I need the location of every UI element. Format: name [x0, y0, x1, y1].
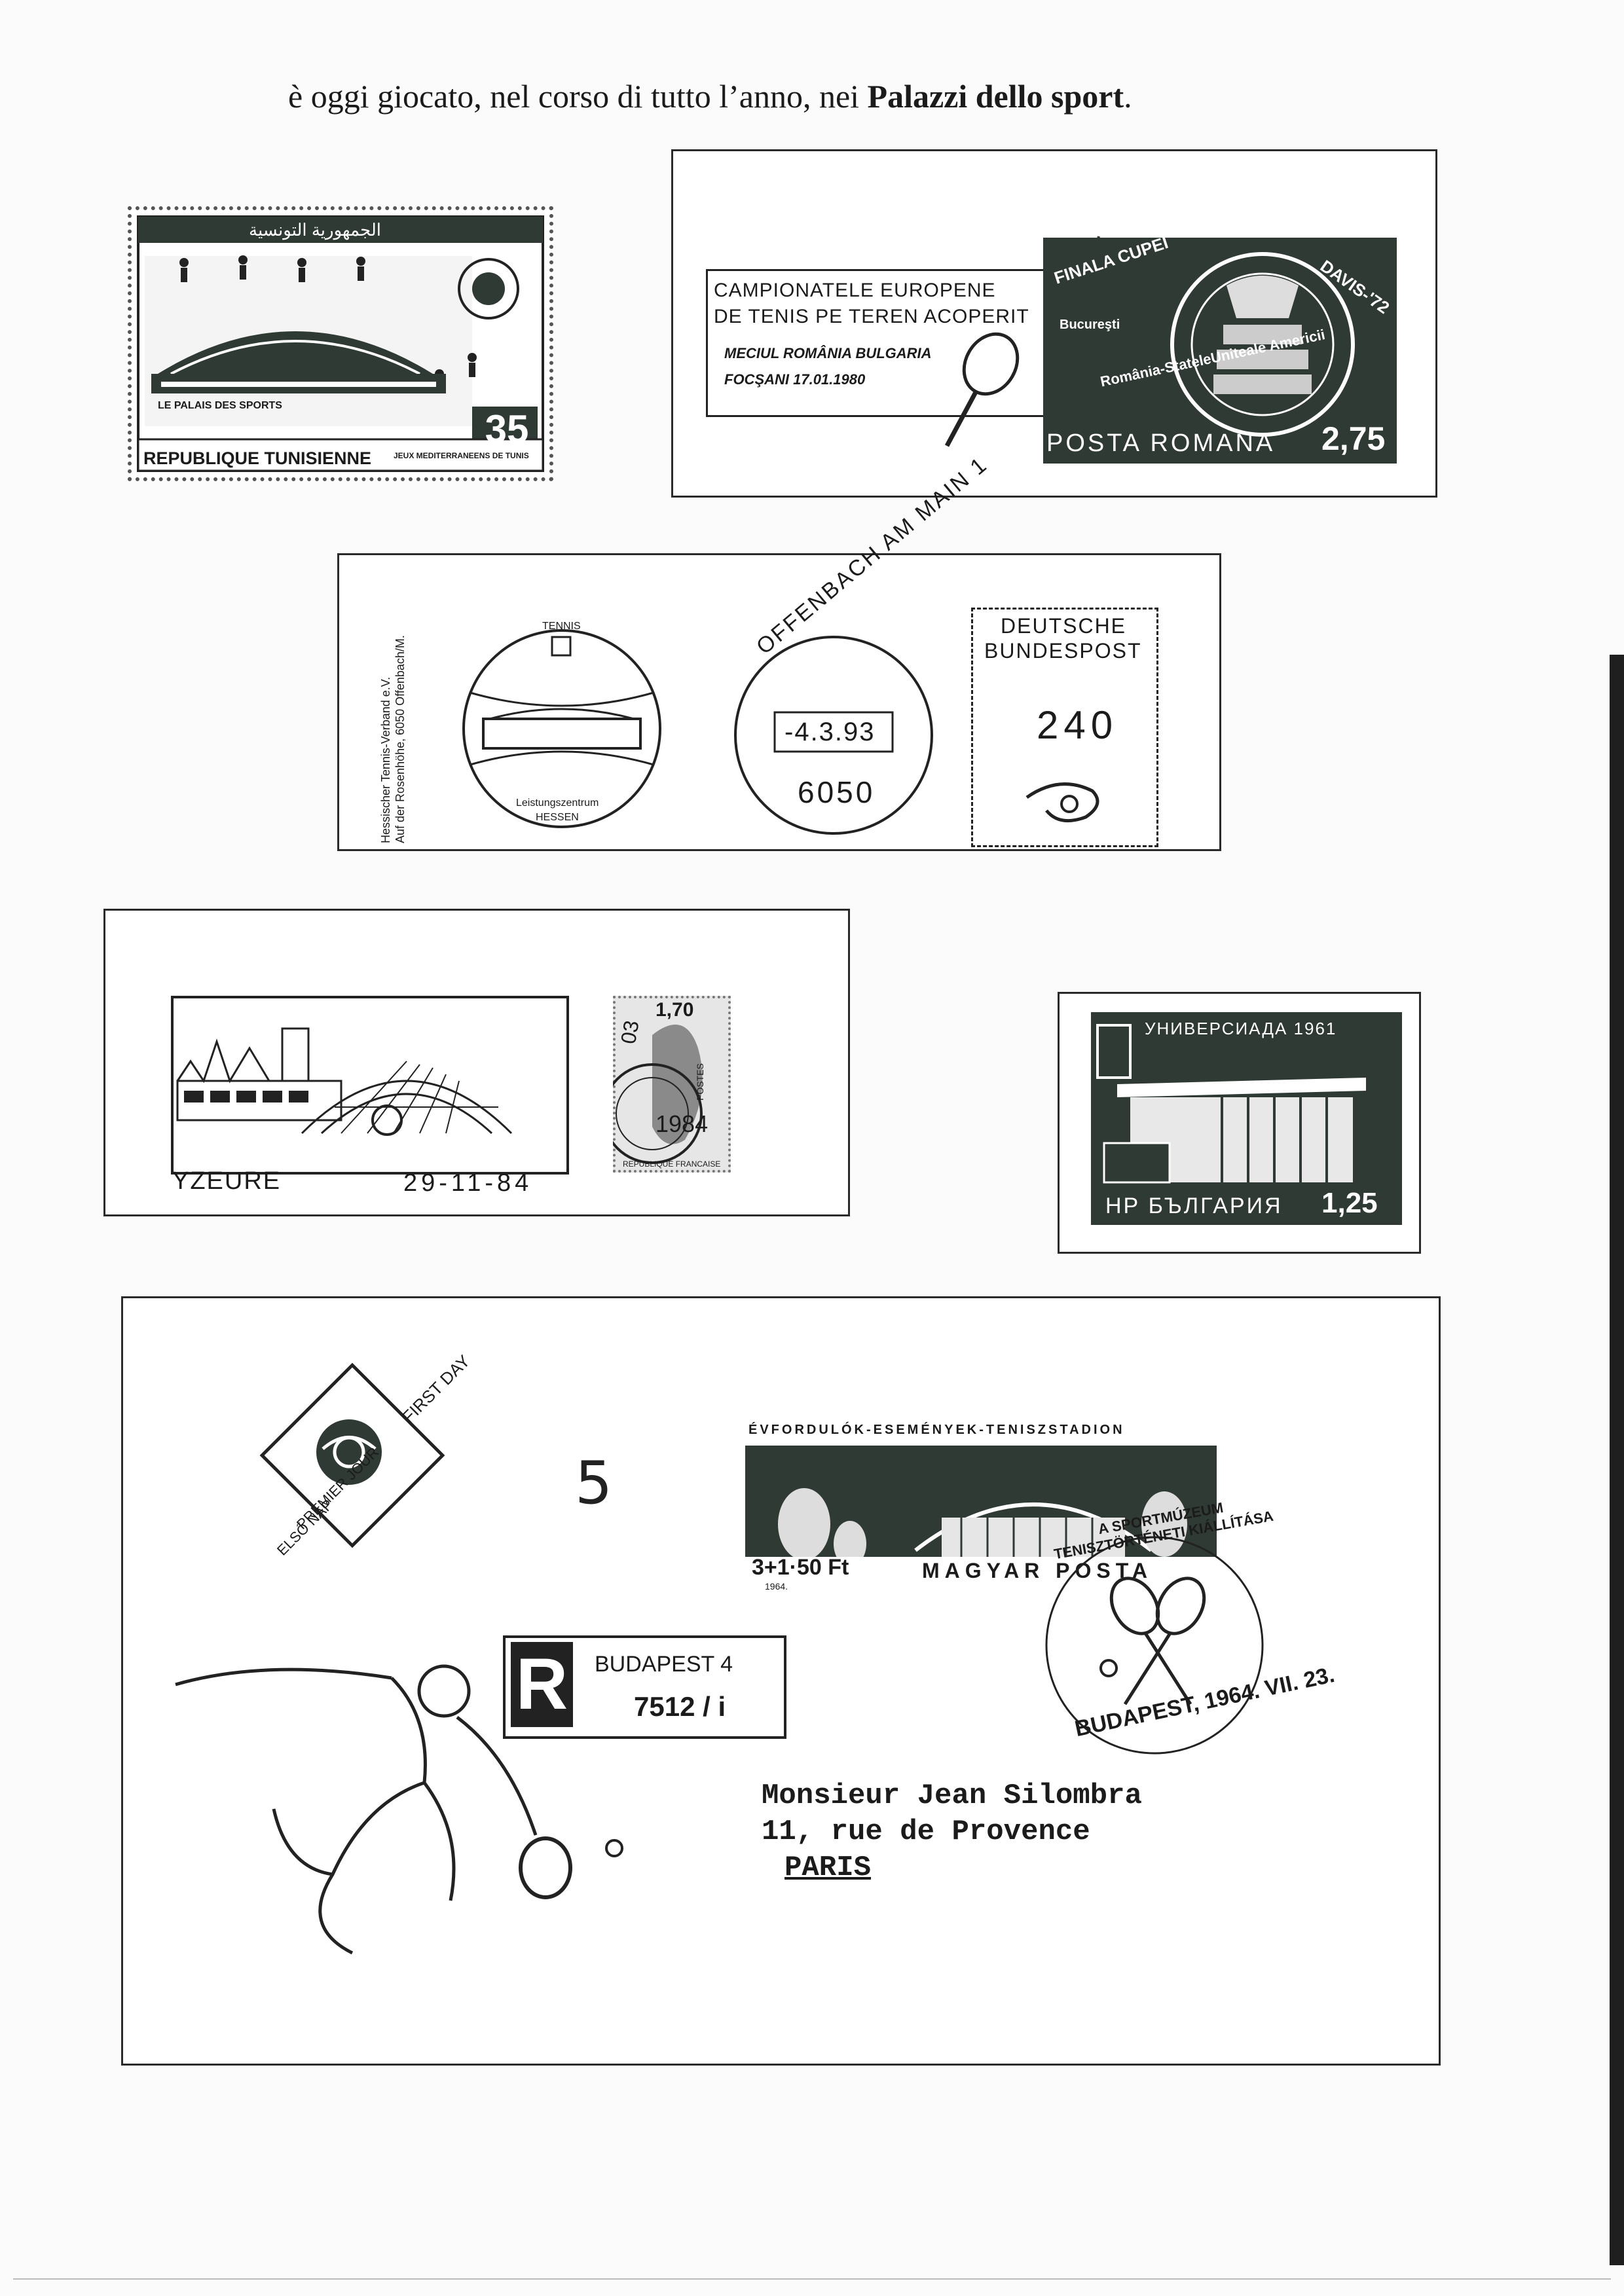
germany-meter-cover: Hessischer Tennis-Verband e.V. Auf der R…	[337, 452, 1221, 851]
france-stamp-country: POSTES	[695, 1063, 705, 1101]
bulgaria-sports-hall	[1096, 1024, 1366, 1184]
header-text-bold: Palazzi dello sport	[867, 78, 1124, 115]
germany-side-text: Hessischer Tennis-Verband e.V. Auf der R…	[378, 581, 407, 843]
germany-side-text-line-1: Hessischer Tennis-Verband e.V.	[379, 676, 392, 843]
romania-stamp-value: 2,75	[1321, 420, 1386, 457]
sport-museum-cancel	[1045, 1536, 1264, 1755]
marianne-portrait	[613, 1025, 703, 1164]
tunisia-palais-label: LE PALAIS DES SPORTS	[158, 400, 282, 411]
romania-cancel-line-1: CAMPIONATELE EUROPENE	[714, 280, 996, 301]
romania-cancel-line-4: FOCŞANI 17.01.1980	[724, 371, 866, 388]
registration-number: 7512 / i	[634, 1691, 726, 1722]
germany-postage-title-2: BUNDESPOST	[984, 639, 1142, 663]
yzeure-town: YZEURE	[172, 1167, 282, 1195]
tunisia-arabic-text: الجمهورية التونسية	[249, 220, 381, 240]
germany-circle-bottom2: HESSEN	[536, 812, 579, 823]
tunisia-value: 35	[485, 407, 529, 451]
romania-cancel-line-3: MECIUL ROMÂNIA BULGARIA	[724, 345, 932, 361]
romania-stamp-country: POSTA ROMANA	[1046, 429, 1276, 457]
yzeure-date: 29-11-84	[403, 1169, 533, 1197]
pencil-mark: 5	[575, 1449, 613, 1518]
page-bottom-rule	[13, 2278, 1611, 2280]
tunisia-stamp: الجمهورية التونسية LE PALAIS DES SPORTS …	[128, 206, 553, 481]
germany-circle-bottom: Leistungszentrum	[516, 797, 599, 809]
tunisia-event: JEUX MEDITERRANEENS DE TUNIS	[394, 451, 529, 460]
bulgaria-value: 1,25	[1321, 1187, 1378, 1219]
page-edge-shadow	[1610, 655, 1624, 2265]
germany-postmark-date: -4.3.93	[784, 718, 876, 746]
france-cancel-date: 03	[616, 1018, 644, 1046]
germany-postage-value: 240	[1037, 703, 1118, 747]
hungary-cover: ELSŐ NAP PREMIER JOUR FIRST DAY 5 ÉVFORD…	[121, 1296, 1441, 2066]
tennis-stadium-illustration	[745, 1488, 1217, 1576]
header-text: è oggi giocato, nel corso di tutto l’ann…	[288, 77, 1132, 115]
registration-letter: R	[511, 1642, 573, 1727]
tennis-centre-cancel	[462, 629, 661, 828]
bulgaria-title: УНИВЕРСИАДА 1961	[1145, 1019, 1337, 1038]
address-line-2: 11, rue de Provence	[762, 1815, 1090, 1848]
hungary-stamp-country: MAGYAR POSTA	[922, 1559, 1153, 1582]
france-stamp-issuer: REPUBLIQUE FRANCAISE	[623, 1159, 721, 1169]
france-cover: YZEURE 29-11-84 1,70 POSTES REPUBLIQUE F…	[103, 909, 850, 1216]
posthorn-icon	[1025, 782, 1099, 823]
davis-cup-trophy-icon	[1170, 252, 1355, 437]
tunisia-country: REPUBLIQUE TUNISIENNE	[143, 448, 372, 468]
germany-meter-frame	[971, 608, 1158, 847]
france-cancel-year: 1984	[655, 1110, 709, 1137]
hungary-stamp-title: ÉVFORDULÓK-ESEMÉNYEK-TENISZSTADION	[748, 1423, 1125, 1437]
registration-office: BUDAPEST 4	[595, 1652, 733, 1677]
tennis-player-drawing	[175, 1664, 623, 1955]
bulgaria-country: НР БЪЛГАРИЯ	[1105, 1194, 1283, 1218]
romania-cover: CAMPIONATELE EUROPENE DE TENIS PE TEREN …	[671, 149, 1437, 498]
fdc-posthorn-icon	[316, 1419, 382, 1485]
address-line-3: PARIS	[784, 1851, 872, 1884]
fdc-line-3: FIRST DAY	[398, 1351, 474, 1427]
yzeure-sports-hall-illustration	[176, 1027, 513, 1136]
yzeure-cancel-box	[171, 996, 569, 1175]
germany-circle-top: TENNIS	[542, 621, 581, 632]
header-text-pre: è oggi giocato, nel corso di tutto l’ann…	[288, 78, 868, 115]
france-stamp-value: 1,70	[655, 999, 694, 1021]
bulgaria-card: УНИВЕРСИАДА 1961 НР БЪЛГАРИЯ 1,25	[1058, 992, 1421, 1254]
hungary-stamp-year: 1964.	[765, 1581, 788, 1592]
address-line-1: Monsieur Jean Silombra	[762, 1779, 1142, 1812]
tunisia-stamp-art	[137, 215, 544, 472]
offenbach-postmark	[734, 636, 933, 835]
germany-postmark-zip: 6050	[798, 775, 876, 809]
header-text-post: .	[1124, 78, 1132, 115]
romania-cancel-line-2: DE TENIS PE TEREN ACOPERIT	[714, 306, 1029, 327]
hungary-stamp-value: 3+1·50 Ft	[752, 1555, 849, 1580]
romania-stamp-city: Bucureşti	[1060, 318, 1120, 332]
germany-side-text-line-2: Auf der Rosenhöhe, 6050 Offenbach/M.	[394, 635, 407, 843]
tennis-racket-icon	[944, 332, 1020, 447]
germany-postage-title-1: DEUTSCHE	[1001, 614, 1127, 638]
